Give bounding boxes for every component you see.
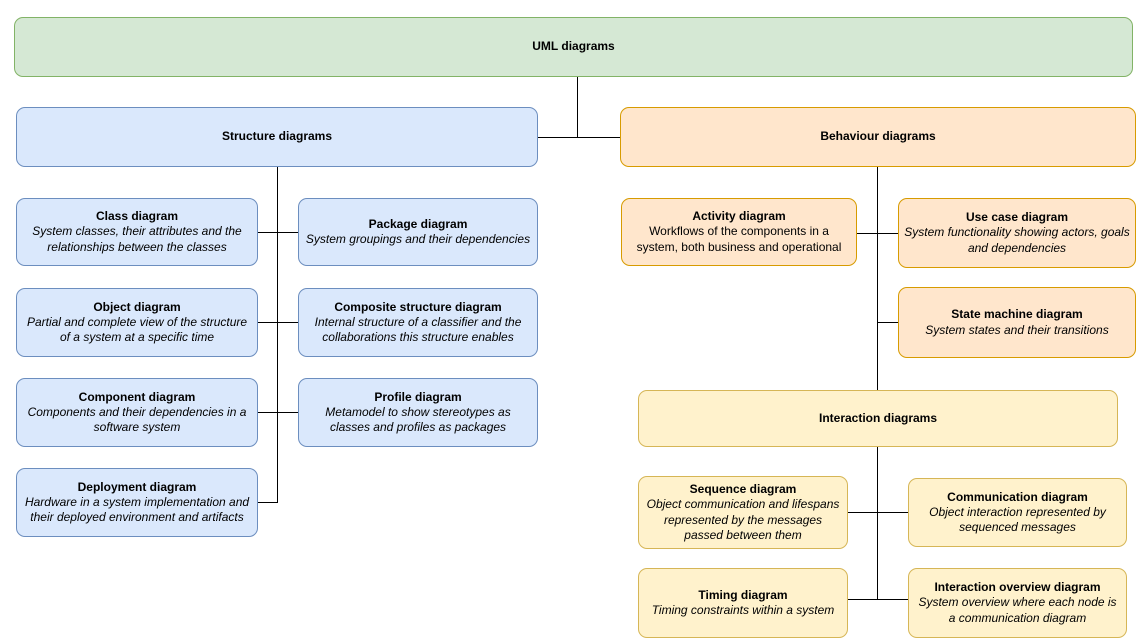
connector-behaviour-trunk [877, 167, 878, 390]
node-description: System classes, their attributes and the… [32, 224, 242, 254]
node-title: Profile diagram [374, 389, 462, 404]
node-title: Sequence diagram [689, 482, 797, 497]
node-communication-diagram: Communication diagram Object interaction… [908, 478, 1127, 547]
node-description: Internal structure of a classifier and t… [314, 314, 522, 345]
node-structure-diagrams: Structure diagrams [16, 107, 538, 167]
node-title: Structure diagrams [221, 129, 333, 144]
node-title: Activity diagram [692, 209, 786, 224]
node-use-case-diagram: Use case diagram System functionality sh… [898, 198, 1136, 268]
connector-statemachine-stub [877, 322, 898, 323]
connector-sequence-communication [848, 512, 908, 513]
connector-object-composite [258, 322, 298, 323]
node-description: Hardware in a system implementation and … [24, 494, 250, 525]
node-title: Package diagram [368, 216, 468, 231]
connector-structure-trunk [277, 167, 278, 502]
node-title: Interaction diagrams [818, 410, 938, 425]
connector-uml-trunk [577, 77, 578, 137]
connector-interaction-trunk [877, 447, 878, 599]
node-description: Metamodel to show stereotypes as classes… [325, 404, 511, 435]
node-timing-diagram: Timing diagram Timing constraints within… [638, 568, 848, 638]
node-title: Class diagram [95, 209, 179, 224]
node-title: Object diagram [93, 299, 181, 314]
node-interaction-diagrams: Interaction diagrams [638, 390, 1118, 447]
node-composite-structure-diagram: Composite structure diagram Internal str… [298, 288, 538, 357]
node-state-machine-diagram: State machine diagram System states and … [898, 287, 1136, 358]
node-description: System functionality showing actors, goa… [904, 225, 1130, 255]
node-title: Use case diagram [965, 210, 1069, 225]
node-title: Deployment diagram [77, 479, 197, 494]
node-class-diagram: Class diagram System classes, their attr… [16, 198, 258, 266]
node-description: System groupings and their dependencies [305, 232, 531, 246]
node-activity-diagram: Activity diagram Workflows of the compon… [621, 198, 857, 266]
node-behaviour-diagrams: Behaviour diagrams [620, 107, 1136, 167]
node-description: System states and their transitions [925, 322, 1109, 337]
node-description: System overview where each node is a com… [918, 595, 1117, 625]
node-deployment-diagram: Deployment diagram Hardware in a system … [16, 468, 258, 537]
node-package-diagram: Package diagram System groupings and the… [298, 198, 538, 266]
connector-class-package [258, 232, 298, 233]
node-title: Timing diagram [698, 587, 788, 602]
node-uml-diagrams: UML diagrams [14, 17, 1133, 77]
node-description: Timing constraints within a system [651, 603, 835, 617]
node-sequence-diagram: Sequence diagram Object communication an… [638, 476, 848, 549]
node-title: Composite structure diagram [334, 299, 502, 314]
connector-structure-behaviour [538, 137, 621, 138]
node-object-diagram: Object diagram Partial and complete view… [16, 288, 258, 357]
node-description: Object communication and lifespans repre… [646, 497, 840, 542]
node-profile-diagram: Profile diagram Metamodel to show stereo… [298, 378, 538, 447]
node-interaction-overview-diagram: Interaction overview diagram System over… [908, 568, 1127, 638]
node-description: Object interaction represented by sequen… [929, 504, 1106, 535]
node-description: Partial and complete view of the structu… [26, 314, 248, 345]
connector-deployment-stub [258, 502, 278, 503]
node-title: Interaction overview diagram [934, 580, 1101, 595]
connector-component-profile [258, 412, 298, 413]
node-title: Behaviour diagrams [820, 129, 936, 144]
connector-timing-overview [848, 599, 908, 600]
node-title: Communication diagram [947, 489, 1088, 504]
node-title: Component diagram [78, 389, 196, 404]
node-component-diagram: Component diagram Components and their d… [16, 378, 258, 447]
node-description: Components and their dependencies in a s… [27, 404, 247, 435]
node-title: State machine diagram [951, 307, 1083, 322]
node-description: Workflows of the components in a system,… [636, 224, 842, 254]
connector-activity-usecase [857, 233, 898, 234]
node-title: UML diagrams [532, 39, 615, 54]
